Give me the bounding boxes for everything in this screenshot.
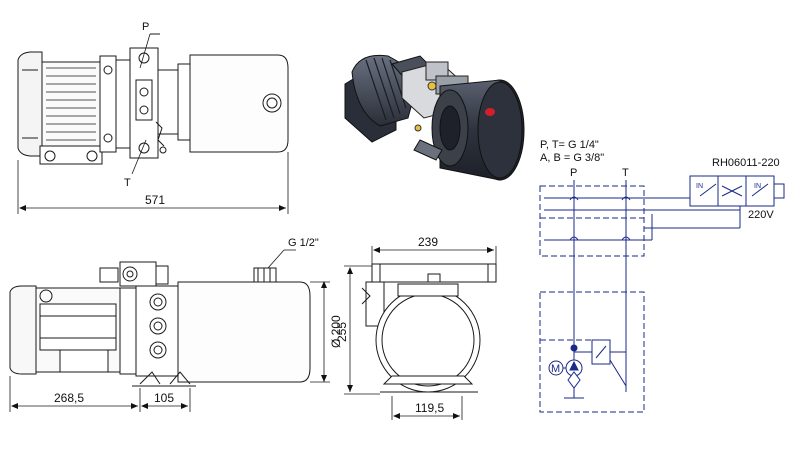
motor-symbol-label: M (551, 363, 560, 375)
callout-port-size: G 1/2" (288, 237, 319, 249)
dim-end-width: 239 (418, 235, 438, 249)
dim-end-base: 119,5 (415, 401, 444, 415)
pump-render (344, 54, 525, 181)
end-view (344, 246, 497, 420)
port-spec-pt: P, T= G 1/4" (540, 139, 599, 151)
dim-diameter: Ø 200 (329, 315, 343, 348)
schematic-label-t: T (622, 167, 629, 179)
top-label-p: P (142, 21, 149, 33)
valve-in-right: IN (754, 183, 761, 190)
schematic-label-p: P (570, 167, 577, 179)
valve-in-left: IN (696, 183, 703, 190)
top-label-t: T (124, 177, 131, 189)
valve-code: RH06011-220 (712, 157, 780, 169)
front-view (9, 249, 330, 412)
dim-left-offset: 268,5 (54, 391, 84, 405)
dim-end-height: 255 (335, 322, 349, 342)
dim-length: 571 (145, 193, 165, 207)
dim-feet-spacing: 105 (154, 391, 174, 405)
top-view (17, 33, 289, 214)
valve-voltage: 220V (748, 209, 774, 221)
hydraulic-schematic (539, 175, 785, 413)
port-spec-ab: A, B = G 3/8" (540, 152, 604, 164)
